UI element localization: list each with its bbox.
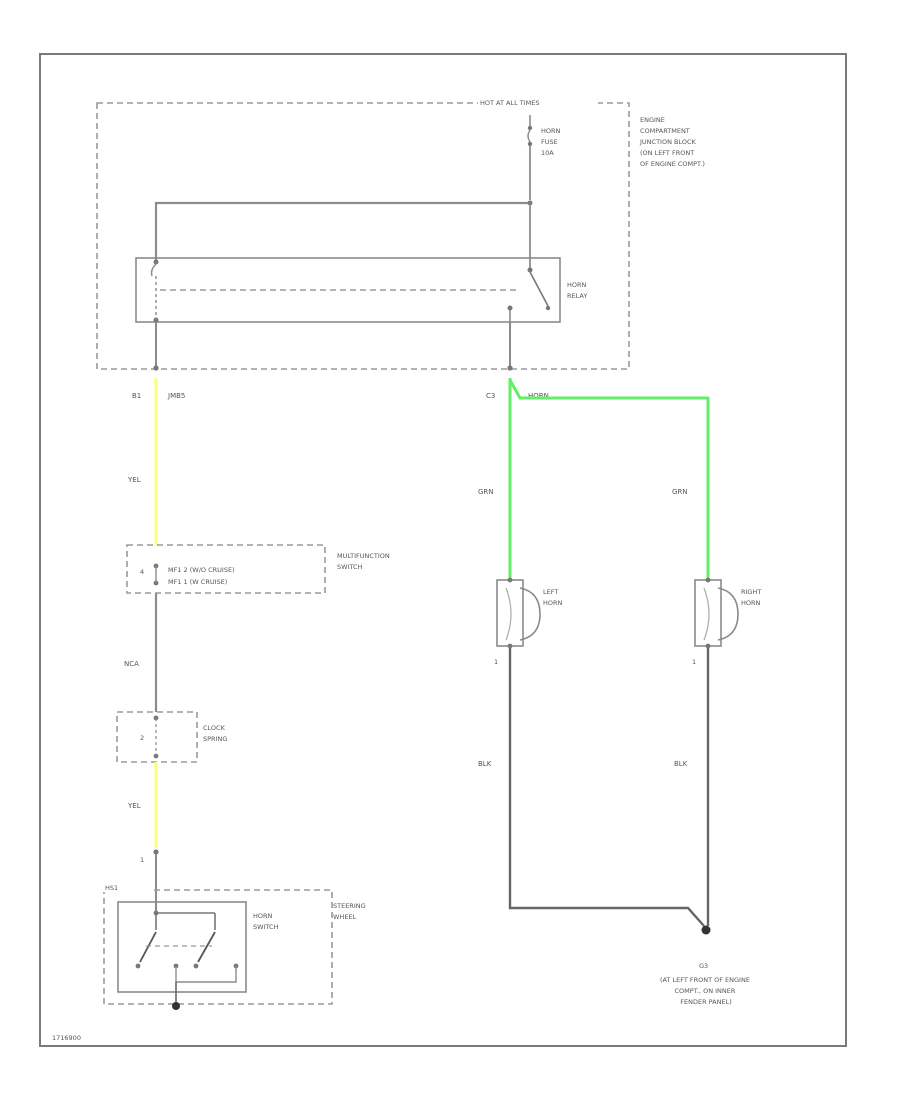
steering-ground-point [172, 1002, 180, 1010]
ground-id: G3 [699, 962, 708, 970]
left-horn: LEFT HORN 1 [494, 577, 563, 666]
wire-grn-left-label: GRN [478, 488, 494, 496]
steering-connector: HS1 [105, 884, 118, 892]
mf-switch-row1: MF1 2 (W/O CRUISE) [168, 566, 235, 574]
horn-switch-label: HORN SWITCH [253, 912, 279, 931]
clock-spring: 2 CLOCK SPRING [116, 711, 227, 763]
wire-gray-label: NCA [124, 660, 139, 668]
wire-blk-left-label: BLK [478, 760, 492, 768]
mf-switch-pin: 4 [140, 568, 144, 576]
conn-left-name: JMB5 [167, 392, 185, 400]
ground-g3: G3 (AT LEFT FRONT OF ENGINE COMPT., ON I… [660, 925, 752, 1006]
right-horn: RIGHT HORN 1 [692, 577, 763, 666]
wire-blk-left [508, 648, 705, 927]
horn-fuse-label: HORN FUSE 10A [541, 127, 562, 157]
ground-icon [701, 925, 711, 935]
wire-yel-upper-label: YEL [127, 476, 141, 484]
clock-spring-pin: 2 [140, 734, 144, 742]
wire-blk-right-label: BLK [674, 760, 688, 768]
conn-right-pin: C3 [486, 392, 495, 400]
steering-wheel-name: STEERING WHEEL [333, 902, 368, 921]
junction-block-name: ENGINE COMPARTMENT JUNCTION BLOCK (ON LE… [639, 116, 705, 168]
junction-block: HOT AT ALL TIMES ENGINE COMPARTMENT JUNC… [96, 97, 705, 371]
left-horn-label: LEFT HORN [543, 588, 563, 607]
horn-switch: HORN SWITCH [117, 901, 279, 993]
wire-grn-right [508, 379, 710, 578]
mf-switch-name: MULTIFUNCTION SWITCH [337, 552, 392, 571]
mf-switch-row2: MF1 1 (W CRUISE) [168, 578, 227, 586]
wire-yel-lower-label: YEL [127, 802, 141, 810]
conn-left-pin: B1 [132, 392, 141, 400]
horn-relay: HORN RELAY [135, 257, 588, 323]
steering-pin: 1 [140, 856, 144, 864]
clock-spring-name: CLOCK SPRING [203, 724, 227, 743]
steering-wheel: HS1 STEERING WHEEL HORN SWITCH [102, 882, 368, 1010]
multifunction-switch: 4 MF1 2 (W/O CRUISE) MF1 1 (W CRUISE) MU… [126, 544, 392, 594]
horn-fuse: HORN FUSE 10A [527, 115, 562, 200]
right-horn-pin: 1 [692, 658, 696, 666]
left-horn-pin: 1 [494, 658, 498, 666]
right-horn-label: RIGHT HORN [741, 588, 763, 607]
diagram-frame [39, 53, 847, 1047]
horn-relay-label: HORN RELAY [567, 281, 588, 300]
conn-right-name: HORN [528, 392, 549, 400]
figure-code: 1716900 [52, 1034, 81, 1042]
ground-desc: (AT LEFT FRONT OF ENGINE COMPT., ON INNE… [660, 976, 752, 1006]
junction-block-header: HOT AT ALL TIMES [480, 99, 540, 107]
wire-grn-right-label: GRN [672, 488, 688, 496]
